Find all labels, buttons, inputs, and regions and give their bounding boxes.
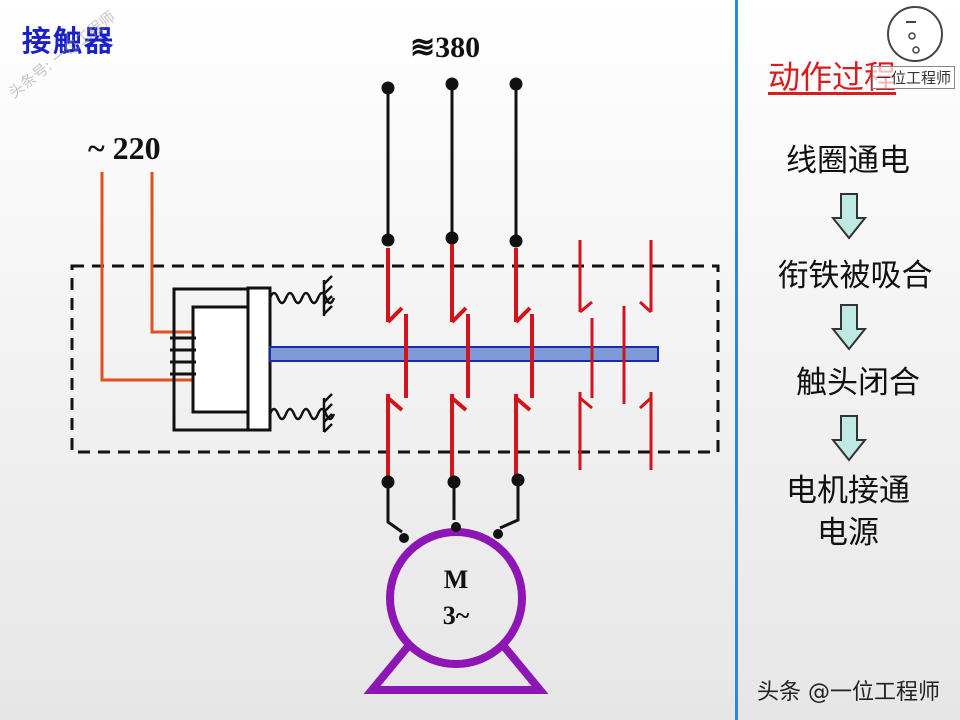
- motor-label-line2: 3~: [442, 601, 470, 630]
- motor-label: M 3~: [420, 562, 492, 634]
- return-springs: [268, 275, 336, 433]
- main-power-lines: [381, 77, 523, 248]
- process-step: 触头闭合: [796, 365, 920, 401]
- main-contacts: [386, 244, 534, 478]
- armature-rod: [269, 346, 659, 362]
- coil-voltage-label: ~ 220: [88, 130, 161, 166]
- brand-logo: [887, 6, 943, 62]
- process-step: 线圈通电: [786, 143, 910, 179]
- down-arrow-icon: [831, 304, 867, 351]
- down-arrow-icon: [831, 415, 867, 462]
- coil-supply-wires: [100, 172, 196, 382]
- down-arrow-icon: [831, 193, 867, 240]
- panel-divider: [735, 0, 738, 720]
- process-step: 电机接通 电源: [786, 473, 910, 551]
- electromagnet-core: [170, 287, 250, 432]
- process-step: 衔铁被吸合: [777, 258, 933, 294]
- auxiliary-contacts: [578, 240, 653, 470]
- main-voltage-label: ≋380: [410, 31, 481, 64]
- page-title: 接触器: [22, 24, 116, 58]
- armature-plate: [246, 286, 272, 432]
- motor-terminals: [399, 522, 503, 543]
- logo-tag: 一位工程师: [872, 66, 956, 89]
- watermark: 头条 @一位工程师: [757, 680, 940, 705]
- motor-leads: [381, 473, 525, 534]
- contactor-diagram: [70, 77, 720, 694]
- motor-label-line1: M: [443, 565, 469, 594]
- contactor-enclosure: [70, 264, 720, 454]
